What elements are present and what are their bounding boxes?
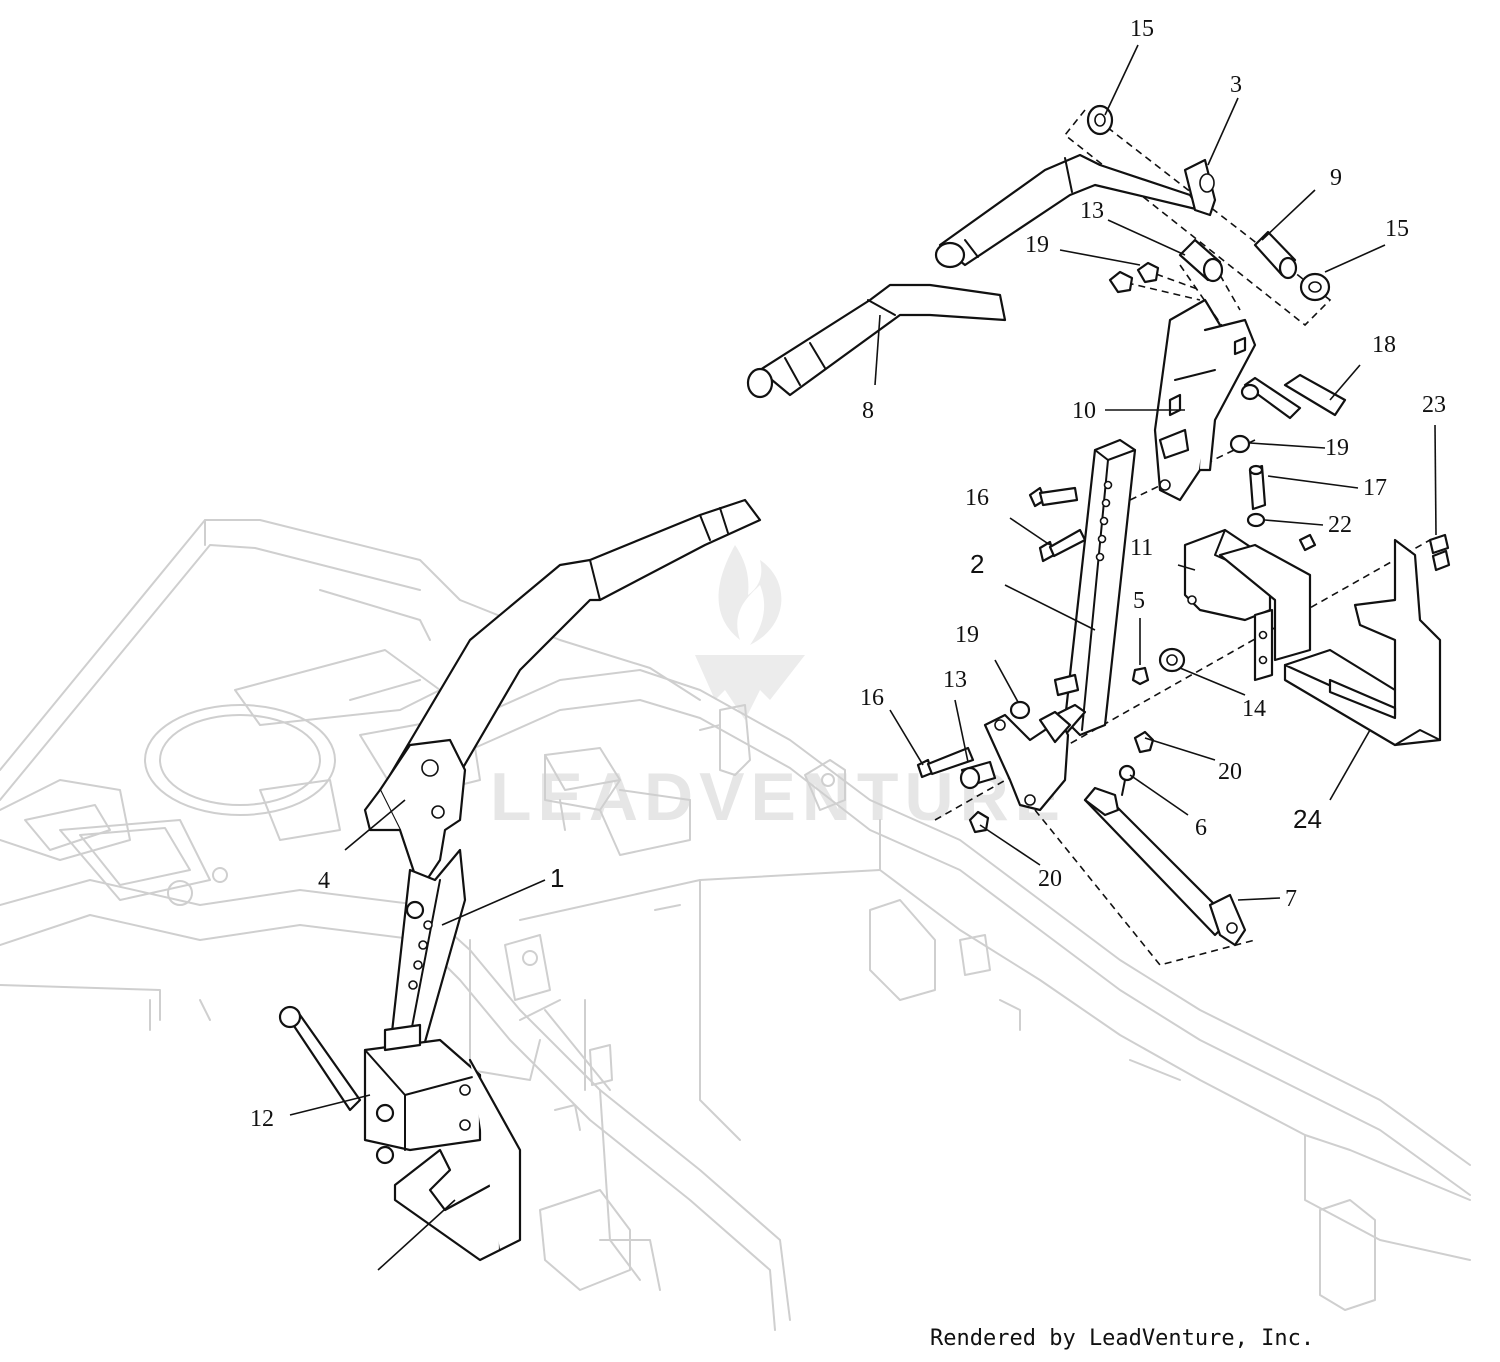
callout-17: 17 [1363,475,1387,501]
callout-13b: 14 [1242,696,1266,722]
callout-12: 12 [250,1106,274,1132]
callout-18: 18 [1372,332,1396,358]
callout-10: 10 [1072,398,1096,424]
callout-2: 2 [970,549,984,579]
callout-20b: 20 [1038,866,1062,892]
callout-8: 8 [862,398,874,424]
callout-15a: 15 [1130,16,1154,42]
callout-16a: 16 [965,485,989,511]
callout-19c: 19 [955,622,979,648]
callout-15b: 15 [1385,216,1409,242]
callout-14: 13 [1080,198,1104,224]
callout-labels: 15 3 9 13 15 19 18 8 10 19 23 17 16 22 1… [250,16,1446,1132]
callout-9: 9 [1330,165,1342,191]
callout-22: 23 [1422,392,1446,418]
callout-19a: 19 [1025,232,1049,258]
callout-16b: 16 [860,685,884,711]
callout-20a: 20 [1218,759,1242,785]
callout-19b: 19 [1325,435,1349,461]
chassis-frame [0,519,1471,1331]
callout-21: 22 [1328,512,1352,538]
callout-11: 11 [1130,535,1153,561]
callout-6: 6 [1195,815,1207,841]
exploded-assembly-right [746,104,1451,966]
leader-lines [289,44,1437,1271]
render-credit: Rendered by LeadVenture, Inc. [930,1326,1315,1351]
callout-5: 5 [1133,588,1145,614]
callout-1: 1 [550,863,564,893]
callout-7: 7 [1285,886,1297,912]
callout-23: 24 [1293,804,1322,834]
callout-3: 3 [1230,72,1242,98]
callout-4: 4 [318,868,330,894]
callout-13a: 13 [943,667,967,693]
assembled-lever-left [278,498,762,1262]
